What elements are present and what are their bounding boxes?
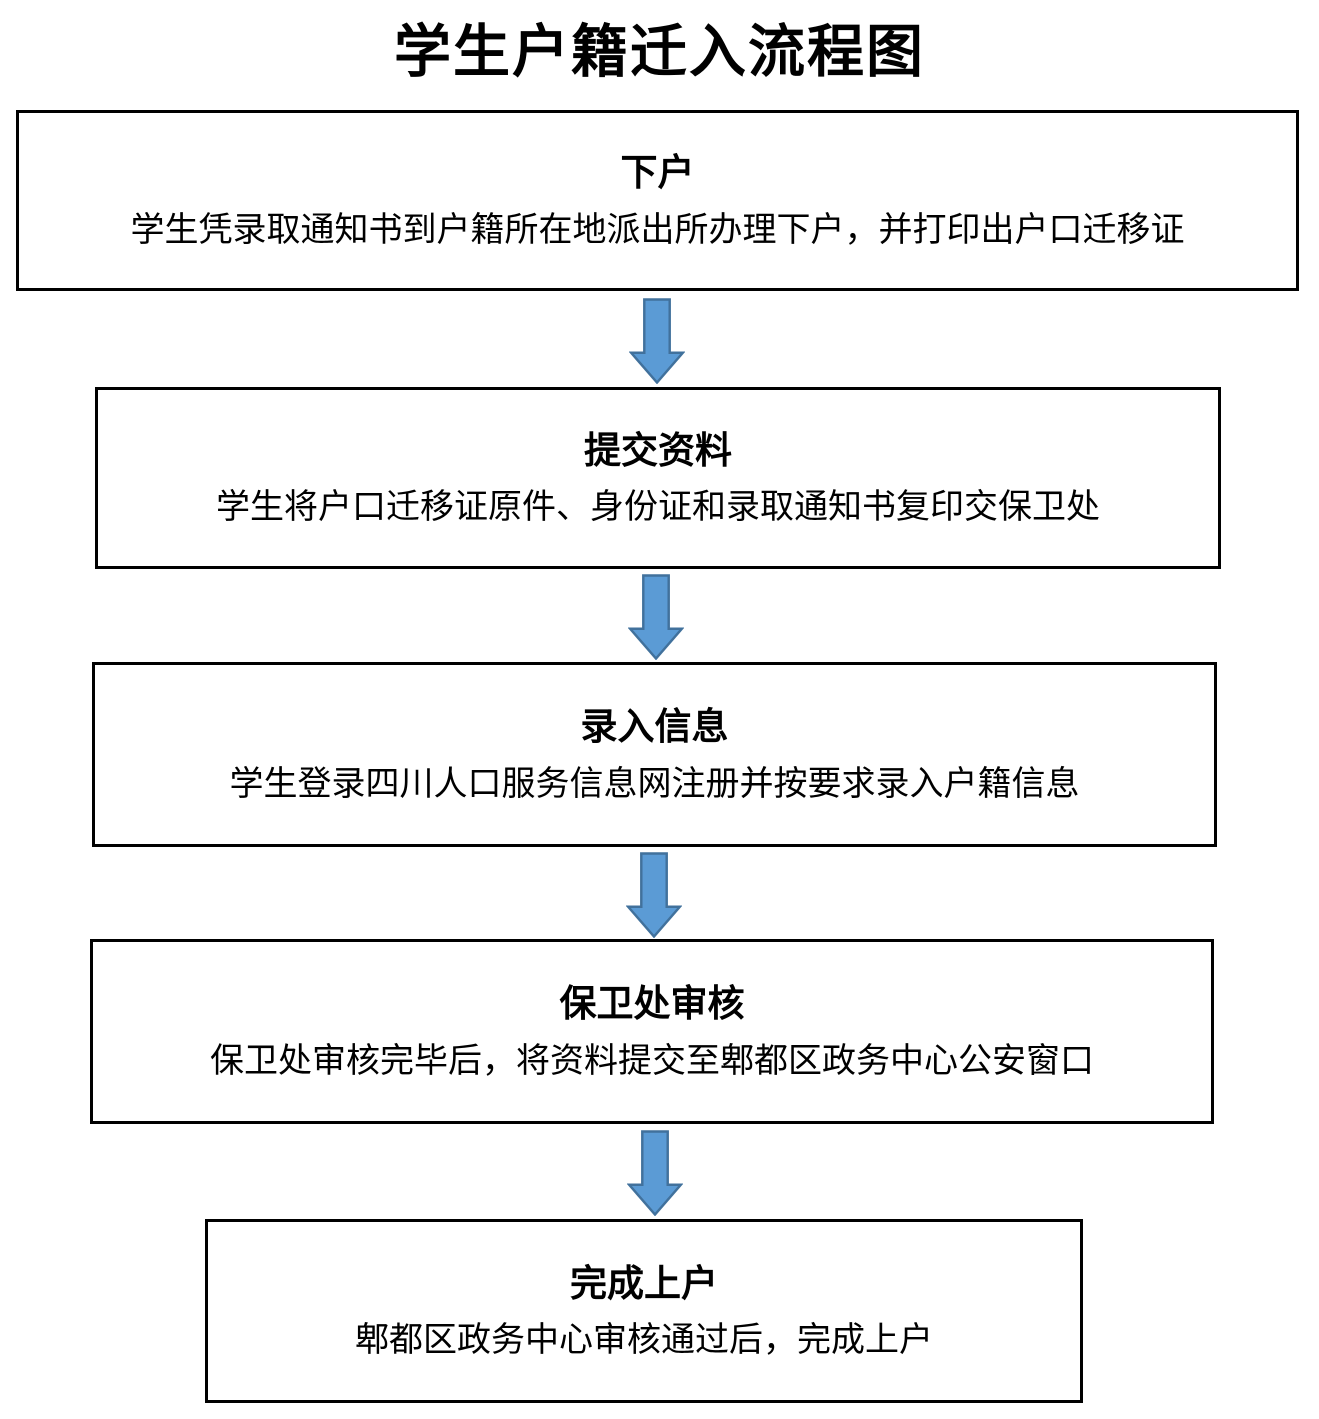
down-arrow-shape xyxy=(626,852,682,938)
down-arrow-icon xyxy=(626,852,682,938)
step-box-luru-xinxi: 录入信息 学生登录四川人口服务信息网注册并按要求录入户籍信息 xyxy=(92,662,1217,847)
down-arrow-icon xyxy=(627,1130,683,1216)
step-box-wancheng-shanghu: 完成上户 郫都区政务中心审核通过后，完成上户 xyxy=(205,1219,1083,1403)
down-arrow-icon xyxy=(629,298,685,384)
diagram-title: 学生户籍迁入流程图 xyxy=(394,18,925,85)
down-arrow-shape xyxy=(627,1130,683,1216)
step-box-xiahu: 下户 学生凭录取通知书到户籍所在地派出所办理下户，并打印出户口迁移证 xyxy=(16,110,1299,291)
down-arrow-shape xyxy=(628,574,684,660)
step-description: 学生凭录取通知书到户籍所在地派出所办理下户，并打印出户口迁移证 xyxy=(130,209,1185,250)
step-box-tijiao-ziliao: 提交资料 学生将户口迁移证原件、身份证和录取通知书复印交保卫处 xyxy=(95,387,1221,569)
down-arrow-icon xyxy=(628,574,684,660)
step-heading: 下户 xyxy=(620,150,695,195)
step-heading: 提交资料 xyxy=(584,427,732,472)
step-description: 郫都区政务中心审核通过后，完成上户 xyxy=(355,1320,933,1361)
step-heading: 完成上户 xyxy=(570,1260,718,1305)
step-heading: 录入信息 xyxy=(580,704,729,749)
down-arrow-shape xyxy=(629,298,685,384)
step-description: 学生登录四川人口服务信息网注册并按要求录入户籍信息 xyxy=(229,763,1080,804)
step-box-baoweichu-shenhe: 保卫处审核 保卫处审核完毕后，将资料提交至郫都区政务中心公安窗口 xyxy=(90,939,1214,1124)
step-heading: 保卫处审核 xyxy=(559,981,745,1026)
step-description: 学生将户口迁移证原件、身份证和录取通知书复印交保卫处 xyxy=(216,487,1100,528)
step-description: 保卫处审核完毕后，将资料提交至郫都区政务中心公安窗口 xyxy=(210,1040,1094,1081)
